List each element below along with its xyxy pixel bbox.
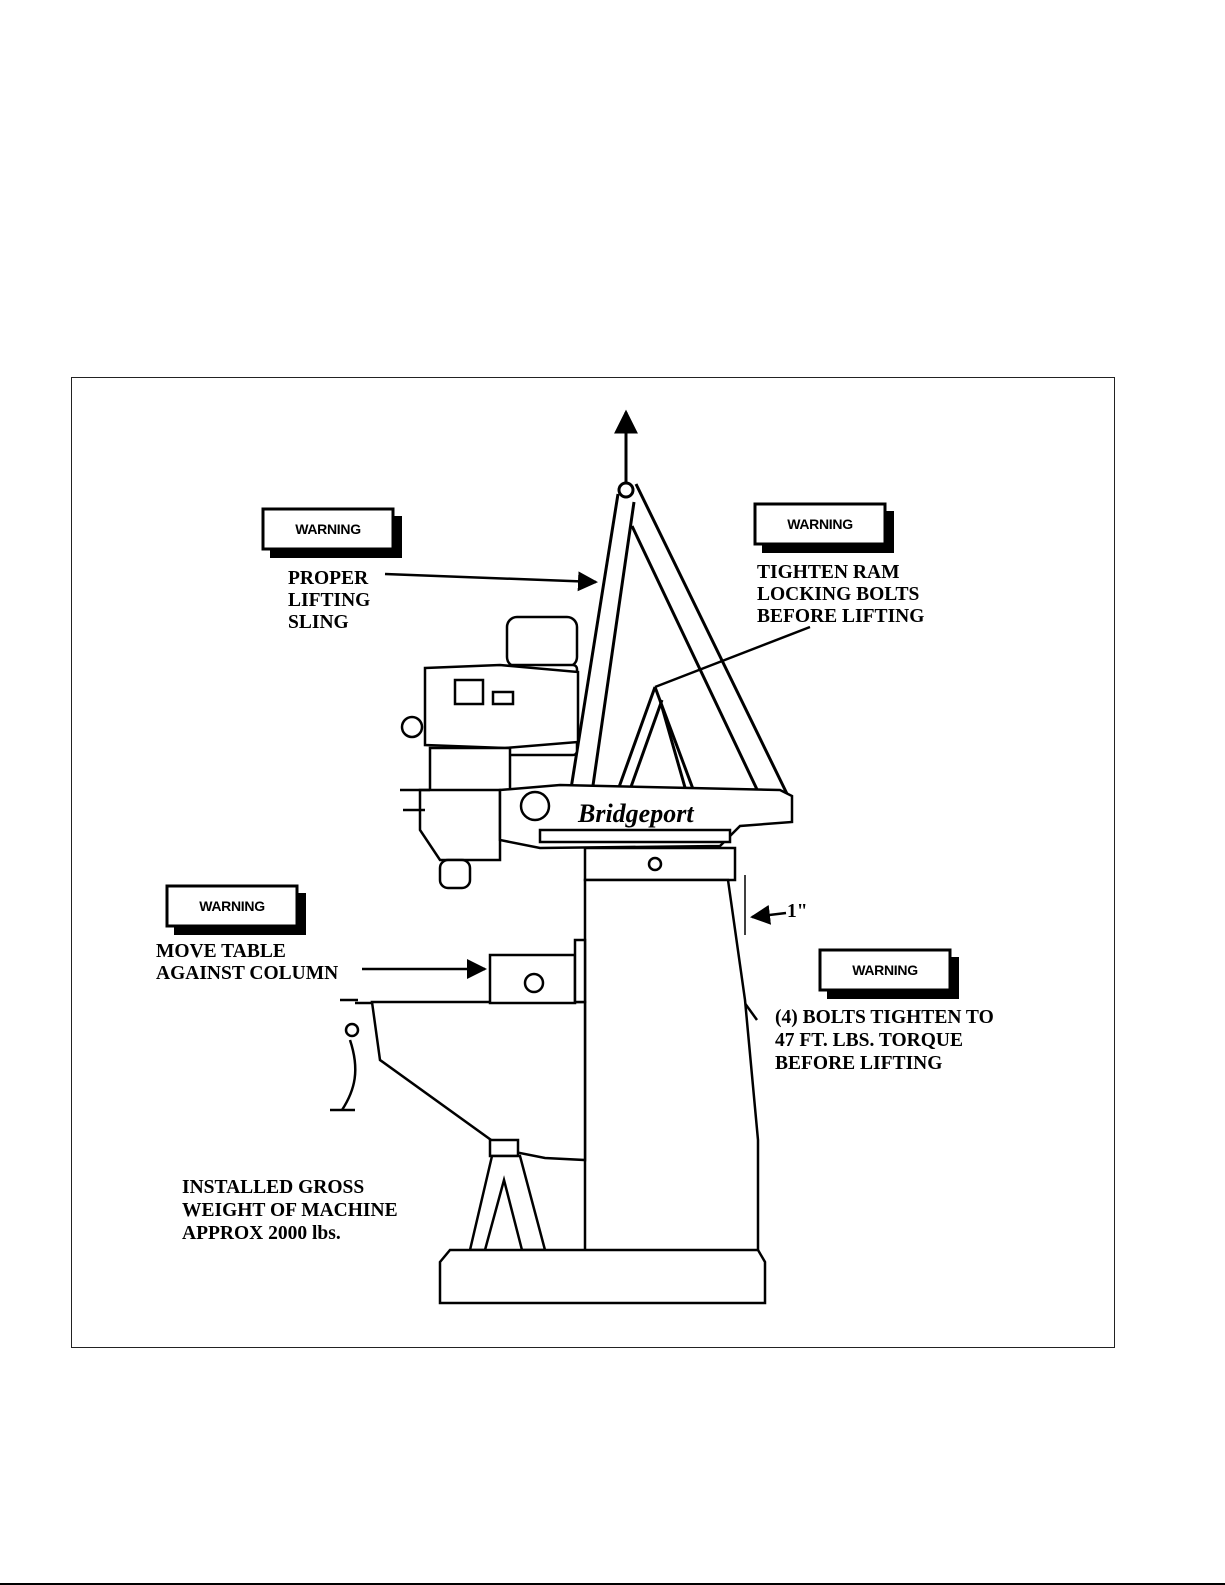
- warning-badge-sling: WARNING: [263, 509, 402, 558]
- dimension-label: 1": [787, 901, 808, 922]
- svg-text:PROPER: PROPER: [288, 568, 369, 589]
- svg-text:BEFORE LIFTING: BEFORE LIFTING: [757, 606, 924, 627]
- svg-text:47 FT. LBS. TORQUE: 47 FT. LBS. TORQUE: [775, 1030, 963, 1051]
- svg-text:APPROX 2000 lbs.: APPROX 2000 lbs.: [182, 1223, 341, 1244]
- warning-text: WARNING: [852, 962, 918, 978]
- svg-text:TIGHTEN RAM: TIGHTEN RAM: [757, 562, 899, 583]
- label-move-table: MOVE TABLE AGAINST COLUMN: [156, 941, 338, 984]
- svg-text:LOCKING BOLTS: LOCKING BOLTS: [757, 584, 920, 605]
- svg-text:AGAINST COLUMN: AGAINST COLUMN: [156, 963, 338, 984]
- label-bolts-torque: (4) BOLTS TIGHTEN TO 47 FT. LBS. TORQUE …: [775, 1007, 994, 1074]
- svg-text:INSTALLED GROSS: INSTALLED GROSS: [182, 1177, 364, 1198]
- svg-text:MOVE TABLE: MOVE TABLE: [156, 941, 286, 962]
- label-proper-lifting-sling: PROPER LIFTING SLING: [288, 568, 370, 633]
- warning-text: WARNING: [787, 516, 853, 532]
- column: [585, 880, 758, 1255]
- base: [440, 1250, 765, 1303]
- warning-badge-bolts: WARNING: [820, 950, 959, 999]
- warning-badge-ram: WARNING: [755, 504, 894, 553]
- svg-text:LIFTING: LIFTING: [288, 590, 370, 611]
- label-tighten-ram: TIGHTEN RAM LOCKING BOLTS BEFORE LIFTING: [757, 562, 924, 627]
- knee-and-table: [330, 940, 585, 1160]
- label-gross-weight: INSTALLED GROSS WEIGHT OF MACHINE APPROX…: [182, 1177, 398, 1244]
- svg-text:SLING: SLING: [288, 612, 349, 633]
- warning-text: WARNING: [199, 898, 265, 914]
- brand-logo: Bridgeport: [577, 799, 694, 828]
- svg-text:(4) BOLTS TIGHTEN TO: (4) BOLTS TIGHTEN TO: [775, 1007, 994, 1028]
- svg-text:BEFORE LIFTING: BEFORE LIFTING: [775, 1053, 942, 1074]
- svg-text:WEIGHT OF MACHINE: WEIGHT OF MACHINE: [182, 1200, 398, 1221]
- warning-text: WARNING: [295, 521, 361, 537]
- warning-badge-table: WARNING: [167, 886, 306, 935]
